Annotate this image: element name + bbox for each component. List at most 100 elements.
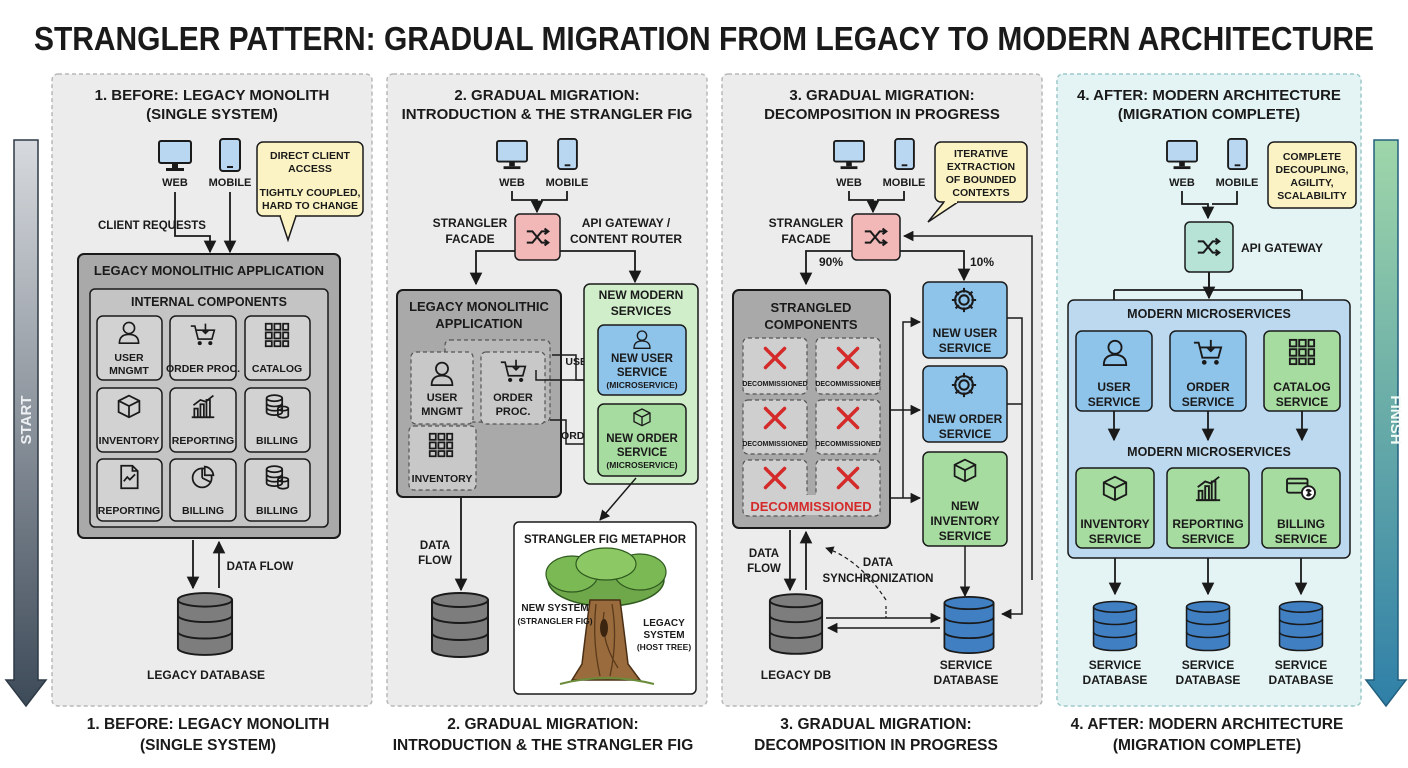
- main-title: STRANGLER PATTERN: GRADUAL MIGRATION FRO…: [34, 20, 1374, 57]
- legacy-database-label: LEGACY DATABASE: [147, 668, 265, 682]
- legacy-user-mngmt: [410, 351, 474, 425]
- panel-2-heading-line2: INTRODUCTION & THE STRANGLER FIG: [402, 106, 693, 123]
- svg-text:DATABASE: DATABASE: [1176, 673, 1241, 687]
- strangled-title-line1: STRANGLED: [771, 300, 852, 315]
- mobile-label: MOBILE: [546, 177, 589, 189]
- svg-text:USER: USER: [114, 352, 144, 364]
- start-arrow: START: [4, 139, 48, 708]
- svg-text:SERVICE: SERVICE: [617, 367, 668, 379]
- svg-text:USER: USER: [427, 392, 458, 404]
- svg-text:SERVICE: SERVICE: [939, 427, 991, 441]
- legacy-db-label: LEGACY DB: [761, 668, 832, 682]
- svg-text:SERVICE: SERVICE: [1276, 395, 1328, 409]
- panel-1-heading-line1: 1. BEFORE: LEGACY MONOLITH: [95, 87, 330, 104]
- component-billing: BILLING: [244, 387, 311, 453]
- panel-3-heading-line1: 3. GRADUAL MIGRATION:: [789, 87, 974, 104]
- panel-3-heading-line2: DECOMPOSITION IN PROGRESS: [764, 106, 1000, 123]
- panel-2-footer-line1: 2. GRADUAL MIGRATION:: [447, 716, 638, 733]
- legacy-database-icon: [768, 593, 824, 655]
- svg-text:SERVICE: SERVICE: [1182, 658, 1234, 672]
- svg-text:DECOMMISSIONEB: DECOMMISSIONEB: [815, 381, 880, 388]
- panel-1-footer-line2: (SINGLE SYSTEM): [140, 737, 276, 754]
- note-line3: TIGHTLY COUPLED,: [260, 187, 361, 199]
- svg-text:INVENTORY: INVENTORY: [930, 514, 999, 528]
- new-order-service: [597, 403, 687, 477]
- web-label: WEB: [162, 177, 188, 189]
- new-services-title-line1: NEW MODERN: [599, 288, 684, 302]
- svg-text:SERVICE: SERVICE: [617, 447, 668, 459]
- svg-text:CATALOG: CATALOG: [252, 363, 302, 375]
- svg-text:REPORTING: REPORTING: [172, 435, 234, 447]
- tight-coupling-note: [256, 141, 364, 217]
- data-flow-label-line1: DATA: [420, 540, 450, 552]
- svg-text:REPORTING: REPORTING: [98, 505, 160, 517]
- svg-text:BILLING: BILLING: [256, 505, 298, 517]
- strangled-title-line2: COMPONENTS: [764, 317, 858, 332]
- svg-text:SERVICE: SERVICE: [1182, 395, 1234, 409]
- decommissioned-cell-1: [742, 337, 808, 395]
- svg-text:INVENTORY: INVENTORY: [1080, 517, 1149, 531]
- legacy-system-sublabel: (HOST TREE): [637, 642, 691, 652]
- note-line1: DIRECT CLIENT: [270, 150, 351, 162]
- svg-text:MNGMT: MNGMT: [109, 365, 149, 377]
- finish-arrow: FINISH: [1364, 139, 1408, 708]
- svg-text:MNGMT: MNGMT: [421, 406, 463, 418]
- start-label: START: [18, 396, 35, 445]
- legacy-database-icon: [176, 592, 234, 656]
- gateway-label-line2: CONTENT ROUTER: [570, 232, 682, 246]
- reporting-service: [1166, 467, 1250, 549]
- new-user-service: [597, 324, 687, 396]
- panel-2-footer-line2: INTRODUCTION & THE STRANGLER FIG: [393, 737, 694, 754]
- svg-text:NEW ORDER: NEW ORDER: [928, 412, 1003, 426]
- service-database-icon-3: [1278, 600, 1324, 652]
- component-inventory: INVENTORY: [96, 387, 163, 453]
- facade-label-line1: STRANGLER: [433, 216, 508, 230]
- svg-text:NEW ORDER: NEW ORDER: [606, 433, 678, 445]
- legacy-traffic-percent: 90%: [819, 255, 843, 269]
- sync-label-line2: SYNCHRONIZATION: [823, 573, 934, 585]
- panel-4: 4. AFTER: MODERN ARCHITECTURE (MIGRATION…: [1067, 87, 1357, 754]
- facade-label-line2: FACADE: [781, 232, 830, 246]
- data-flow-label-line2: FLOW: [418, 555, 452, 567]
- panel-4-heading-line1: 4. AFTER: MODERN ARCHITECTURE: [1077, 87, 1341, 104]
- svg-text:DECOMMISSIONED: DECOMMISSIONED: [815, 441, 880, 448]
- data-flow-label-line1: DATA: [749, 548, 779, 560]
- svg-text:ORDER PROC.: ORDER PROC.: [166, 363, 240, 375]
- iterative-extraction-note: [934, 141, 1028, 203]
- component-order-proc: ORDER PROC.: [166, 315, 240, 381]
- mobile-client-icon: [219, 138, 241, 172]
- svg-text:EXTRACTION: EXTRACTION: [947, 161, 1015, 173]
- finish-label: FINISH: [1387, 395, 1404, 444]
- svg-text:PROC.: PROC.: [496, 406, 531, 418]
- service-database-icon: [943, 596, 995, 654]
- svg-text:SERVICE: SERVICE: [1182, 532, 1234, 546]
- component-reporting: REPORTING: [169, 387, 237, 453]
- panel-1: 1. BEFORE: LEGACY MONOLITH (SINGLE SYSTE…: [77, 87, 364, 754]
- decoupling-note: [1267, 141, 1357, 209]
- metaphor-title: STRANGLER FIG METAPHOR: [524, 534, 687, 546]
- svg-text:COMPLETE: COMPLETE: [1283, 151, 1341, 163]
- decommissioned-banner: DECOMMISSIONED: [750, 499, 871, 514]
- new-services-title-line2: SERVICES: [611, 304, 671, 318]
- billing-service: [1261, 467, 1341, 549]
- legacy-title-line1: LEGACY MONOLITHIC: [409, 299, 549, 314]
- data-flow-label-line2: FLOW: [747, 563, 781, 575]
- decommissioned-cell-4: [815, 399, 881, 455]
- panel-2: 2. GRADUAL MIGRATION: INTRODUCTION & THE…: [393, 87, 699, 754]
- legacy-system-label-line1: LEGACY: [643, 618, 685, 629]
- new-system-label: NEW SYSTEM: [521, 603, 588, 614]
- mobile-client-icon: [557, 138, 578, 170]
- svg-text:SERVICE: SERVICE: [939, 341, 991, 355]
- svg-text:DECOMMISSIONED: DECOMMISSIONED: [742, 381, 807, 388]
- svg-text:SERVICE: SERVICE: [1089, 532, 1141, 546]
- panel-4-heading-line2: (MIGRATION COMPLETE): [1118, 106, 1300, 123]
- panel-2-heading-line1: 2. GRADUAL MIGRATION:: [454, 87, 639, 104]
- decommissioned-cell-3: [742, 399, 808, 455]
- svg-text:(MICROSERVICE): (MICROSERVICE): [606, 380, 677, 390]
- svg-text:OF BOUNDED: OF BOUNDED: [946, 174, 1017, 186]
- mobile-label: MOBILE: [883, 177, 926, 189]
- legacy-inventory: [408, 425, 477, 491]
- web-label: WEB: [1169, 177, 1195, 189]
